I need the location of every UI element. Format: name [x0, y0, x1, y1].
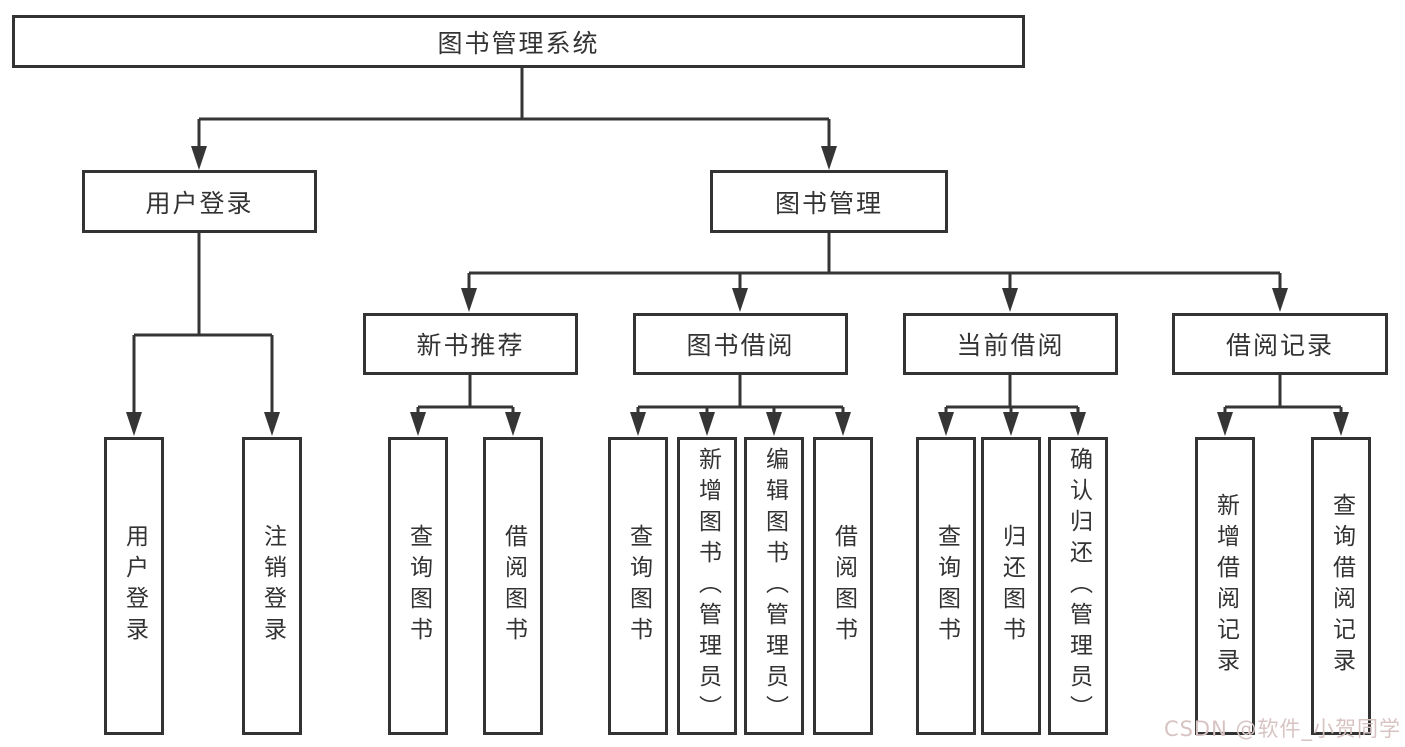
arrow-down-icon [630, 412, 646, 436]
leaf-borrow-books: 借阅图书 [483, 437, 543, 735]
connector-book-borrowing-children [630, 375, 851, 436]
arrow-down-icon [938, 412, 954, 436]
arrow-down-icon [410, 412, 426, 436]
leaf-return-book: 归还图书 [981, 437, 1041, 735]
leaf-edit-book-admin: 编辑图书（管理员） [744, 437, 804, 735]
arrow-down-icon [191, 146, 207, 170]
connector-book-management-children [461, 233, 1288, 312]
node-new-book-recommendation: 新书推荐 [363, 313, 578, 375]
arrow-down-icon [732, 288, 748, 312]
connector-current-borrowing-children [938, 375, 1086, 436]
arrow-down-icon [1003, 412, 1019, 436]
arrow-down-icon [1217, 412, 1233, 436]
node-book-borrowing: 图书借阅 [633, 313, 848, 375]
arrow-down-icon [835, 412, 851, 436]
arrow-down-icon [821, 146, 837, 170]
arrow-down-icon [505, 412, 521, 436]
arrow-down-icon [766, 412, 782, 436]
node-library-management-system: 图书管理系统 [12, 15, 1025, 68]
connector-root-to-level2 [191, 68, 837, 170]
arrow-down-icon [1333, 412, 1349, 436]
arrow-down-icon [126, 412, 142, 436]
leaf-add-book-admin: 新增图书（管理员） [677, 437, 737, 735]
leaf-logout: 注销登录 [242, 437, 302, 735]
leaf-user-login: 用户登录 [104, 437, 164, 735]
leaf-query-books: 查询图书 [916, 437, 976, 735]
arrow-down-icon [1070, 412, 1086, 436]
leaf-confirm-return-admin: 确认归还（管理员） [1048, 437, 1108, 735]
leaf-query-borrowing-record: 查询借阅记录 [1311, 437, 1371, 735]
node-current-borrowing: 当前借阅 [903, 313, 1118, 375]
arrow-down-icon [1272, 288, 1288, 312]
connector-user-login-children [126, 233, 280, 436]
leaf-borrow-books: 借阅图书 [813, 437, 873, 735]
arrow-down-icon [1002, 288, 1018, 312]
leaf-query-books: 查询图书 [608, 437, 668, 735]
arrow-down-icon [461, 288, 477, 312]
csdn-watermark: CSDN @软件_小贺同学 [1163, 717, 1401, 741]
node-book-management: 图书管理 [710, 170, 948, 233]
arrow-down-icon [699, 412, 715, 436]
node-user-login: 用户登录 [82, 170, 317, 233]
leaf-add-borrowing-record: 新增借阅记录 [1195, 437, 1255, 735]
connector-new-book-children [410, 375, 521, 436]
leaf-query-books: 查询图书 [388, 437, 448, 735]
arrow-down-icon [264, 412, 280, 436]
node-borrowing-records: 借阅记录 [1172, 313, 1388, 375]
connector-borrowing-records-children [1217, 375, 1349, 436]
